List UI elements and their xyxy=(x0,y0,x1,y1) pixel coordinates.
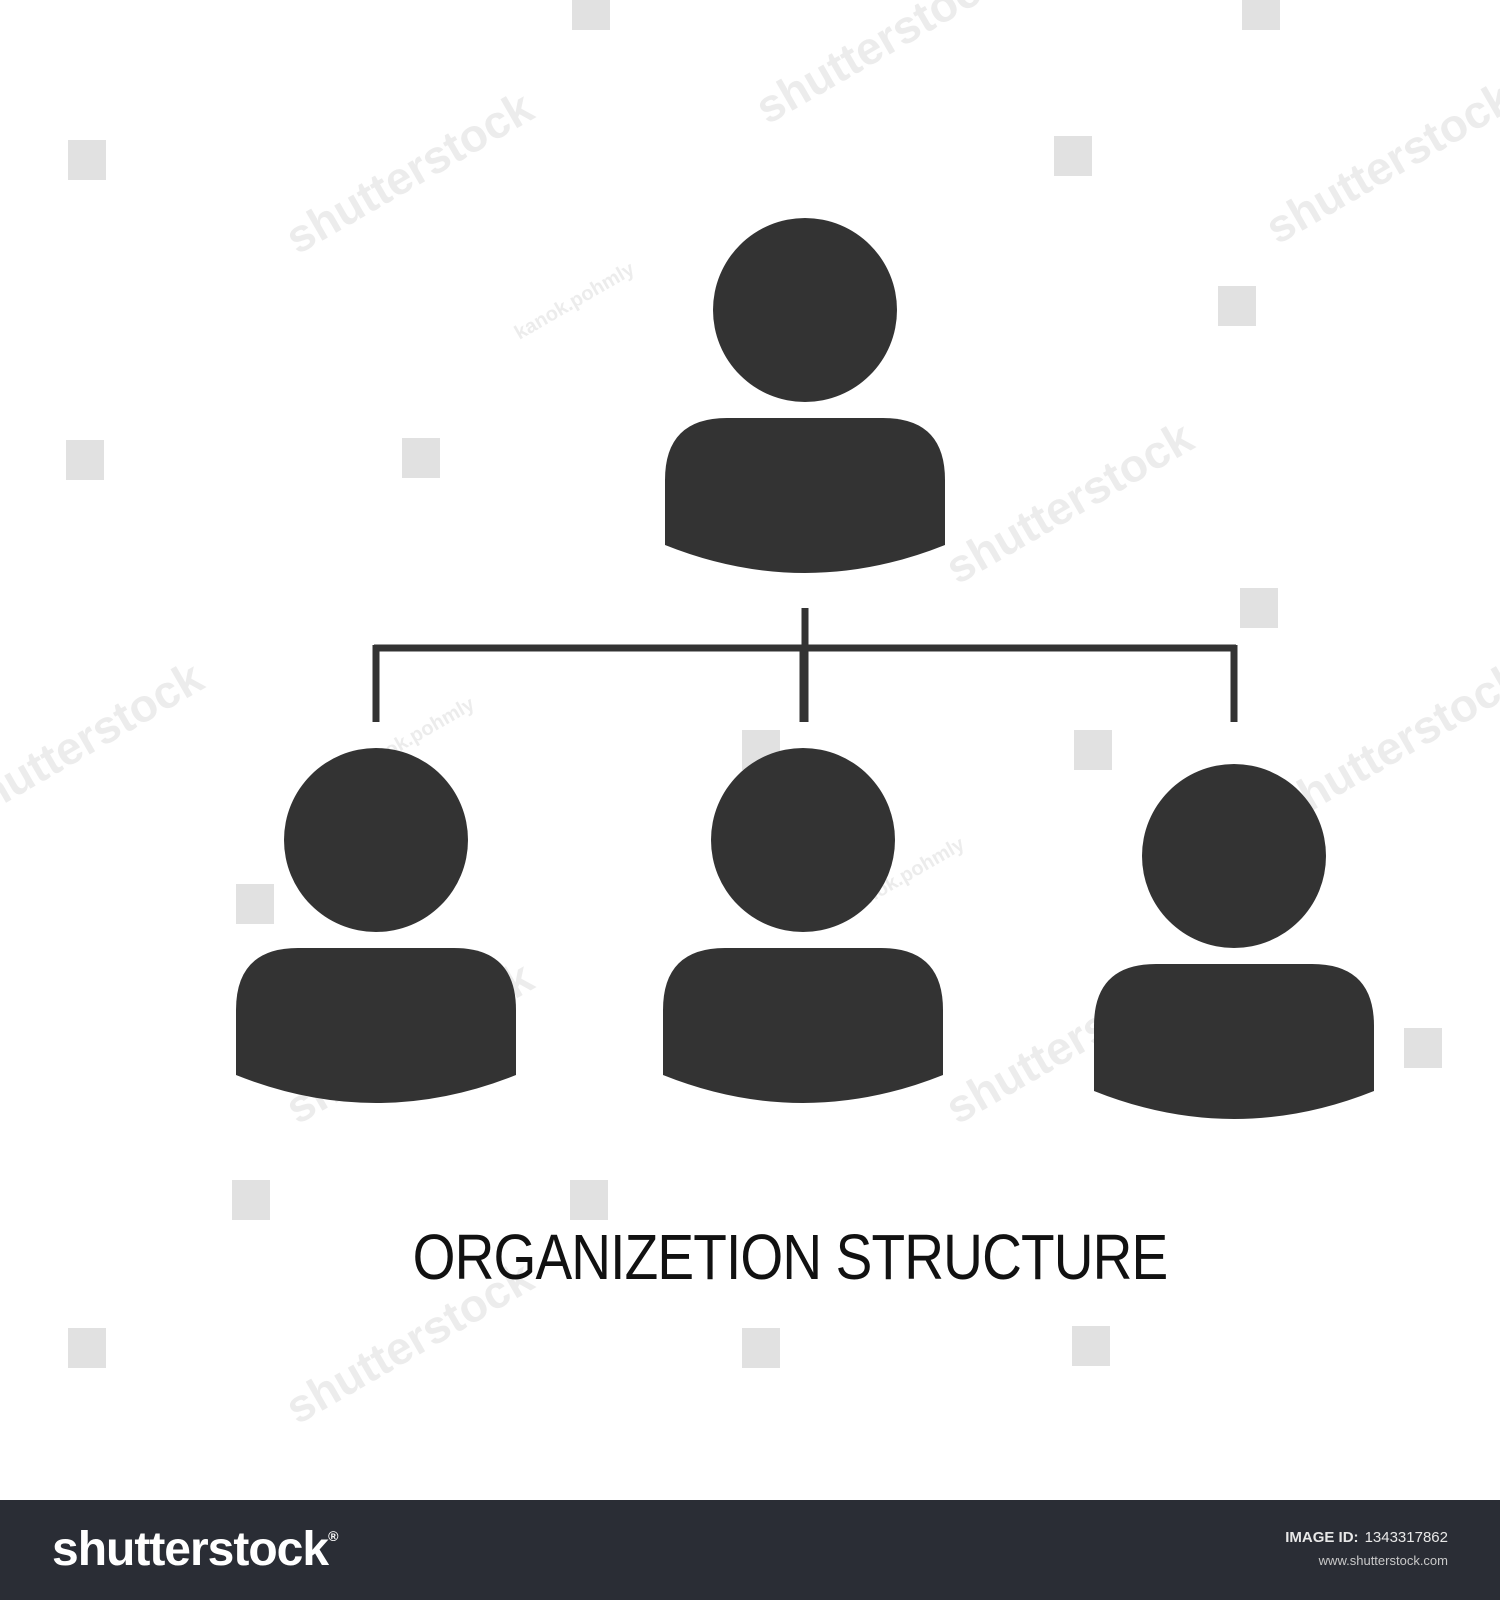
watermark-square xyxy=(1218,286,1256,326)
watermark-square xyxy=(1404,1028,1442,1068)
watermark-square xyxy=(1072,1326,1110,1366)
person-icon xyxy=(236,748,516,1103)
watermark-contributor-text: kanok.pohmly xyxy=(511,258,639,345)
person-body xyxy=(665,418,945,573)
watermark-square xyxy=(236,884,274,924)
watermark-square xyxy=(68,140,106,180)
person-body xyxy=(236,948,516,1103)
person-head xyxy=(284,748,468,932)
watermark-square xyxy=(1240,588,1278,628)
watermark-square xyxy=(1242,0,1280,30)
person-body xyxy=(663,948,943,1103)
watermark-brand-text: shutterstock xyxy=(746,0,1011,134)
person-icon xyxy=(665,218,945,573)
watermark-square xyxy=(1074,730,1112,770)
shutterstock-logo: shutterstock® xyxy=(52,1522,338,1577)
watermark-square xyxy=(402,438,440,478)
footer-site-url: www.shutterstock.com xyxy=(1318,1553,1448,1568)
watermark-square xyxy=(742,1328,780,1368)
watermark-square xyxy=(232,1180,270,1220)
person-body xyxy=(1094,964,1374,1119)
watermark-brand-text: shutterstock xyxy=(936,410,1201,593)
image-id-block: IMAGE ID: 1343317862 www.shutterstock.com xyxy=(1285,1528,1448,1574)
person-icon xyxy=(663,748,943,1103)
watermark-square xyxy=(570,1180,608,1220)
shutterstock-watermark: shutterstock shutterstock shutterstock s… xyxy=(0,0,1500,1434)
person-head xyxy=(1142,764,1326,948)
org-chart-connectors xyxy=(372,608,1238,722)
image-id-label: IMAGE ID: xyxy=(1285,1529,1359,1546)
watermark-square xyxy=(66,440,104,480)
person-icon xyxy=(1094,764,1374,1119)
watermark-square xyxy=(1054,136,1092,176)
watermark-square xyxy=(68,1328,106,1368)
watermark-brand-text: shutterstock xyxy=(1256,70,1500,253)
diagram-title: ORGANIZETION STRUCTURE xyxy=(412,1221,1169,1293)
org-chart-people xyxy=(236,218,1374,1119)
stock-footer-bar: shutterstock® IMAGE ID: 1343317862 www.sh… xyxy=(0,1500,1500,1600)
org-chart-diagram: shutterstock shutterstock shutterstock s… xyxy=(0,0,1500,1434)
person-head xyxy=(713,218,897,402)
image-id-value: 1343317862 xyxy=(1364,1529,1448,1546)
watermark-brand-text: shutterstock xyxy=(276,80,541,263)
watermark-square xyxy=(572,0,610,30)
person-head xyxy=(711,748,895,932)
watermark-brand-text: shutterstock xyxy=(0,650,212,833)
registered-mark: ® xyxy=(328,1528,338,1544)
footer-logo-text: shutterstock xyxy=(52,1523,329,1576)
